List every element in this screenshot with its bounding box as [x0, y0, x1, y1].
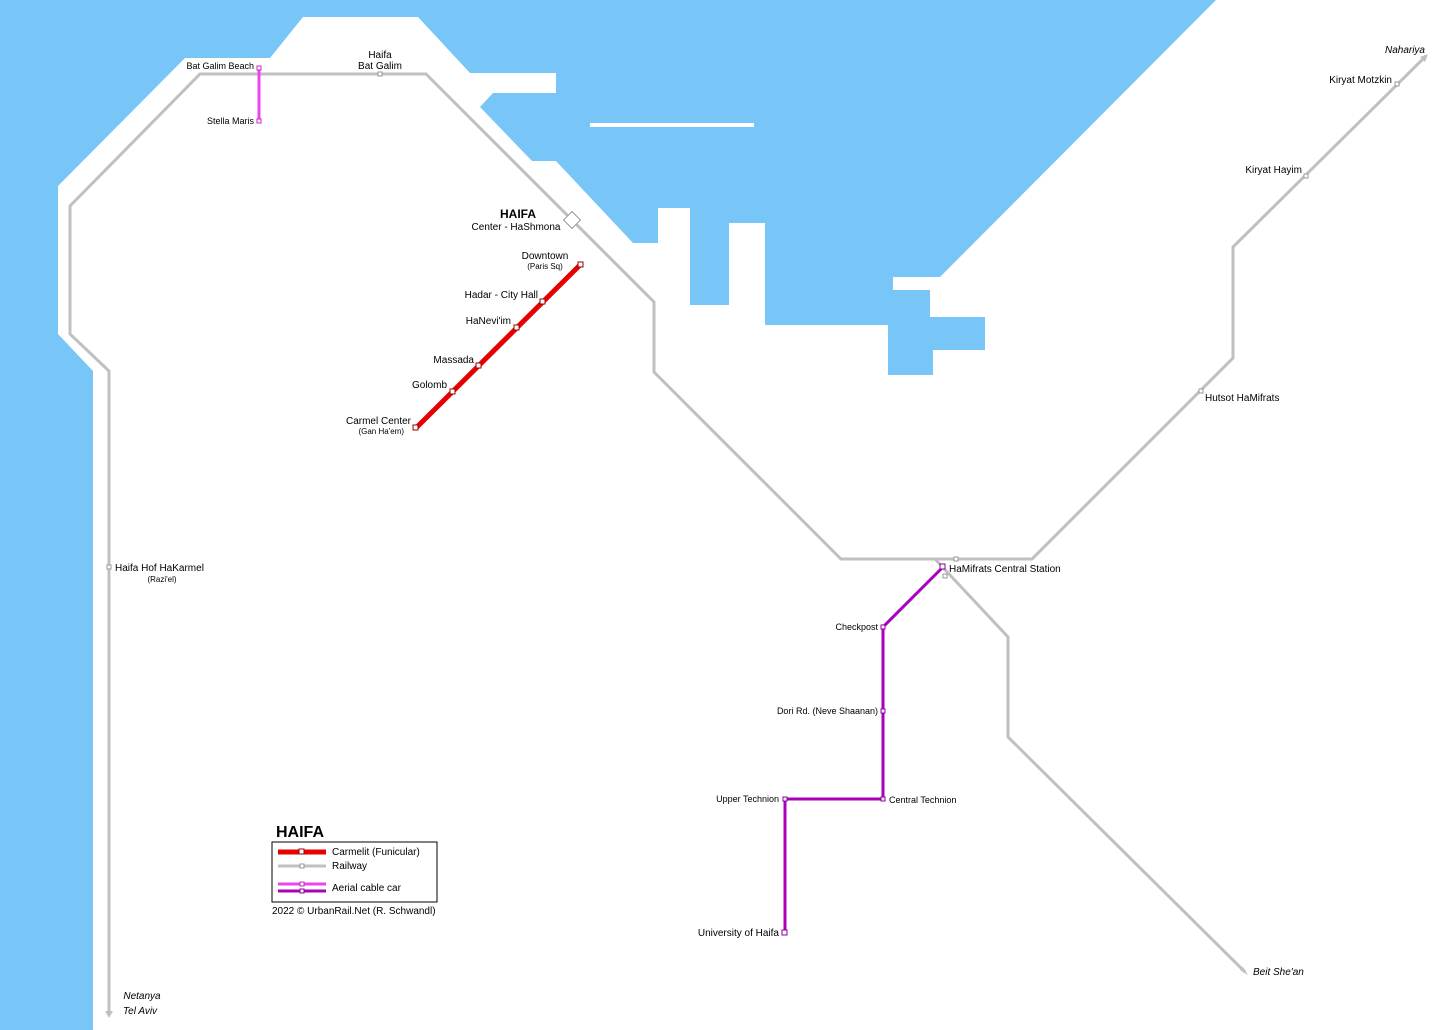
- square-station-icon[interactable]: [256, 65, 262, 71]
- label-haifa-bat-galim-line2[interactable]: Bat Galim: [358, 61, 402, 72]
- label-massada[interactable]: Massada: [433, 355, 474, 366]
- square-station-icon[interactable]: [781, 929, 788, 936]
- label-haifa-center-line2[interactable]: Center - HaShmona: [472, 222, 561, 233]
- destination-labels: Nahariya Netanya Tel Aviv Beit She'an: [123, 45, 1425, 1017]
- destination-netanya: Netanya: [123, 991, 161, 1002]
- station-labels: Bat Galim Beach Stella Maris Haifa Bat G…: [115, 50, 1392, 939]
- square-station-icon: [299, 888, 305, 894]
- railway-valley-line: [933, 557, 1247, 974]
- square-station-icon: [299, 881, 305, 887]
- square-station-icon[interactable]: [256, 118, 262, 124]
- legend-railway-label: Railway: [332, 861, 367, 872]
- station-markers: [106, 65, 1400, 936]
- square-station-icon[interactable]: [1394, 81, 1400, 87]
- mediterranean-sea: [0, 0, 1216, 1030]
- square-station-icon[interactable]: [577, 261, 584, 268]
- label-downtown-line1[interactable]: Downtown: [522, 251, 569, 262]
- destination-beit-shean: Beit She'an: [1253, 967, 1304, 978]
- label-stella-maris[interactable]: Stella Maris: [207, 116, 255, 126]
- square-station-icon[interactable]: [106, 564, 112, 570]
- destination-nahariya: Nahariya: [1385, 45, 1425, 56]
- square-station-icon[interactable]: [880, 796, 886, 802]
- label-kiryat-hayim[interactable]: Kiryat Hayim: [1245, 165, 1302, 176]
- label-checkpost[interactable]: Checkpost: [835, 622, 878, 632]
- line-continuation-arrows: [105, 54, 1428, 1018]
- square-station-icon[interactable]: [1198, 388, 1204, 394]
- legend-cable-label: Aerial cable car: [332, 883, 402, 894]
- label-university-of-haifa[interactable]: University of Haifa: [698, 928, 780, 939]
- square-station-icon: [299, 863, 305, 869]
- square-station-icon[interactable]: [539, 298, 546, 305]
- label-dori-rd[interactable]: Dori Rd. (Neve Shaanan): [777, 706, 878, 716]
- arrow-down-icon: [105, 1011, 113, 1018]
- arrow-up-right-icon: [1420, 54, 1428, 62]
- legend-title: HAIFA: [276, 824, 324, 841]
- square-station-icon[interactable]: [412, 424, 419, 431]
- square-station-icon[interactable]: [513, 324, 520, 331]
- square-station-icon[interactable]: [880, 624, 886, 630]
- label-downtown-line2[interactable]: (Paris Sq): [527, 262, 563, 271]
- label-carmel-center-line1[interactable]: Carmel Center: [346, 416, 412, 427]
- carmelit-line: [414, 263, 582, 430]
- square-station-icon[interactable]: [449, 388, 456, 395]
- square-station-icon[interactable]: [377, 71, 383, 77]
- railway-coastal-loop: [68, 54, 1428, 1015]
- label-haifa-bat-galim-line1[interactable]: Haifa: [368, 50, 392, 61]
- railway-lines: [68, 54, 1428, 1015]
- label-carmel-center-line2[interactable]: (Gan Ha'em): [358, 427, 404, 436]
- legend-carmelit-label: Carmelit (Funicular): [332, 847, 420, 858]
- breakwater-pier: [590, 123, 754, 127]
- label-bat-galim-beach[interactable]: Bat Galim Beach: [186, 61, 254, 71]
- square-station-icon: [298, 848, 305, 855]
- square-station-icon[interactable]: [782, 796, 788, 802]
- label-hadar[interactable]: Hadar - City Hall: [465, 290, 538, 301]
- water-bodies: [0, 0, 1216, 1030]
- destination-tel-aviv: Tel Aviv: [123, 1006, 158, 1017]
- square-station-icon[interactable]: [939, 563, 946, 570]
- square-station-icon[interactable]: [942, 573, 948, 579]
- label-hamifrats-central[interactable]: HaMifrats Central Station: [949, 564, 1061, 575]
- label-upper-technion[interactable]: Upper Technion: [716, 794, 779, 804]
- label-golomb[interactable]: Golomb: [412, 380, 447, 391]
- square-station-icon[interactable]: [880, 708, 886, 714]
- label-haifa-center-line1[interactable]: HAIFA: [500, 207, 536, 221]
- diamond-interchange-icon[interactable]: [562, 210, 582, 230]
- label-hof-hakarmel-line2[interactable]: (Razi'el): [147, 575, 176, 584]
- square-station-icon[interactable]: [475, 362, 482, 369]
- arrow-down-right-icon: [1240, 967, 1248, 975]
- legend: HAIFA Carmelit (Funicular) Railway Aeria…: [271, 824, 438, 917]
- square-station-icon[interactable]: [953, 556, 959, 562]
- label-central-technion[interactable]: Central Technion: [889, 795, 956, 805]
- square-station-icon[interactable]: [1303, 173, 1309, 179]
- label-hutsot-hamifrats[interactable]: Hutsot HaMifrats: [1205, 393, 1279, 404]
- label-kiryat-motzkin[interactable]: Kiryat Motzkin: [1329, 75, 1392, 86]
- label-hanevi[interactable]: HaNevi'im: [466, 316, 511, 327]
- legend-credit: 2022 © UrbanRail.Net (R. Schwandl): [272, 906, 436, 917]
- label-hof-hakarmel-line1[interactable]: Haifa Hof HaKarmel: [115, 563, 204, 574]
